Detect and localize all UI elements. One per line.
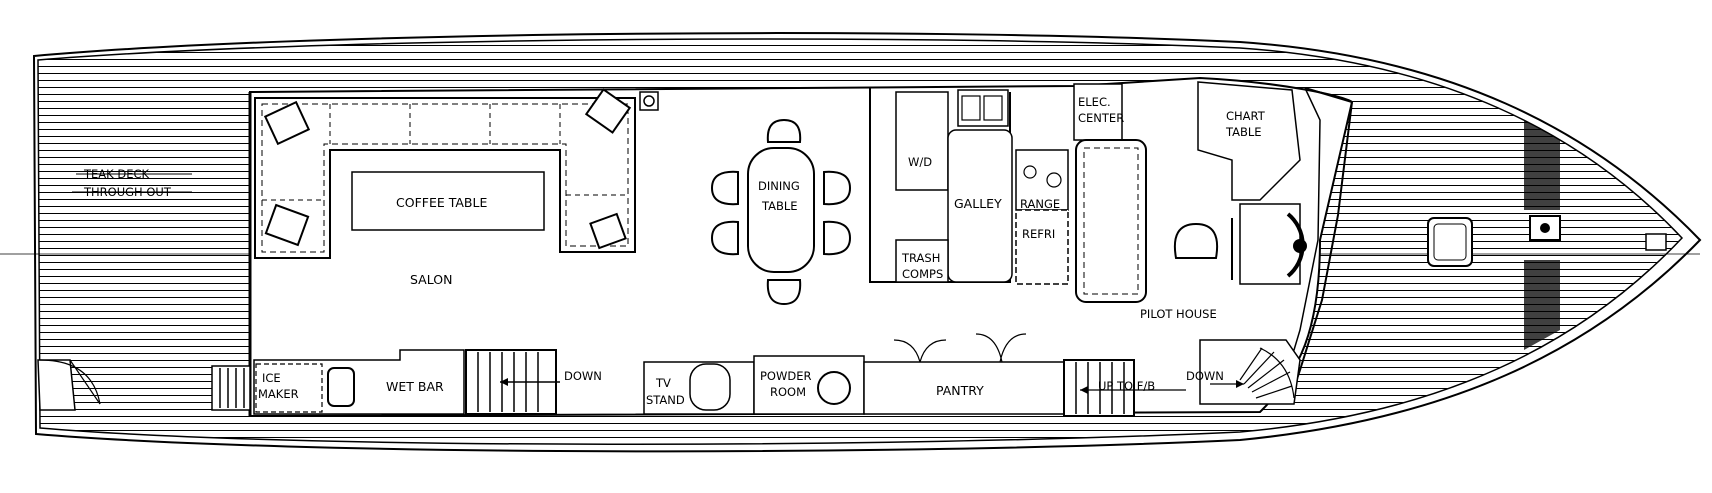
- refrigerator: [1015, 209, 1069, 285]
- label-teak-deck: TEAK DECK: [83, 167, 150, 181]
- aft-stairs: [211, 365, 251, 411]
- label-up-to-fb: UP TO F/B: [1098, 379, 1155, 393]
- label-chart-table: TABLE: [1225, 125, 1262, 139]
- bar-sink: [327, 367, 355, 407]
- chair-top: [766, 118, 802, 143]
- stairs-down-aft: [465, 349, 560, 415]
- helm-settee: [1075, 139, 1307, 303]
- label-pantry: PANTRY: [936, 383, 984, 398]
- label-wet-bar: WET BAR: [386, 379, 444, 394]
- port-service-area: [643, 333, 1065, 415]
- label-wd: W/D: [908, 155, 932, 169]
- label-tv: TV: [655, 376, 671, 390]
- galley-counter: [947, 129, 1013, 283]
- label-comps: COMPS: [902, 267, 943, 281]
- dining-set: [710, 118, 852, 306]
- range: [1015, 149, 1069, 211]
- label-room: ROOM: [770, 385, 806, 399]
- label-elec: ELEC.: [1078, 95, 1111, 109]
- stairs-down-forward: [1199, 339, 1301, 405]
- label-dining: DINING: [758, 179, 800, 193]
- aft-door-swing: [37, 359, 101, 411]
- annotations: TEAK DECK THROUGH OUT COFFEE TABLE SALON…: [72, 95, 1266, 407]
- label-galley: GALLEY: [954, 196, 1002, 211]
- helm-chair: [1174, 222, 1218, 259]
- chair-left-2: [710, 220, 739, 256]
- label-center: CENTER: [1078, 111, 1124, 125]
- label-maker: MAKER: [258, 387, 299, 401]
- foredeck-fittings: [1427, 120, 1667, 350]
- label-chart: CHART: [1226, 109, 1266, 123]
- trash-compactor: [895, 239, 949, 283]
- coffee-table: [351, 171, 545, 231]
- label-dining-table: TABLE: [761, 199, 798, 213]
- label-ice: ICE: [262, 371, 281, 385]
- chair-right-2: [823, 220, 852, 256]
- stairs-up-to-flybridge: [1063, 359, 1186, 417]
- label-down-fwd: DOWN: [1186, 369, 1224, 383]
- label-coffee-table: COFFEE TABLE: [396, 195, 487, 210]
- label-through-out: THROUGH OUT: [83, 185, 172, 199]
- chair-left-1: [710, 170, 739, 206]
- label-pilot-house: PILOT HOUSE: [1140, 307, 1217, 321]
- label-powder: POWDER: [760, 369, 811, 383]
- washer-dryer: [895, 91, 949, 191]
- label-trash: TRASH: [901, 251, 940, 265]
- label-stand: STAND: [646, 393, 685, 407]
- label-range: RANGE: [1020, 197, 1060, 211]
- label-down-aft: DOWN: [564, 369, 602, 383]
- label-refri: REFRI: [1022, 227, 1055, 241]
- chart-table: [1197, 81, 1301, 201]
- vanity-sink: [689, 363, 731, 411]
- toilet: [817, 371, 851, 405]
- wet-bar: [253, 349, 465, 415]
- ice-maker: [255, 363, 323, 413]
- chair-bottom: [766, 279, 802, 306]
- label-salon: SALON: [410, 272, 452, 287]
- galley: [869, 88, 1069, 285]
- chair-right-1: [823, 170, 852, 206]
- salon-sofa: [254, 88, 659, 259]
- bow-roller: [1645, 233, 1667, 251]
- hatch: [1427, 217, 1473, 267]
